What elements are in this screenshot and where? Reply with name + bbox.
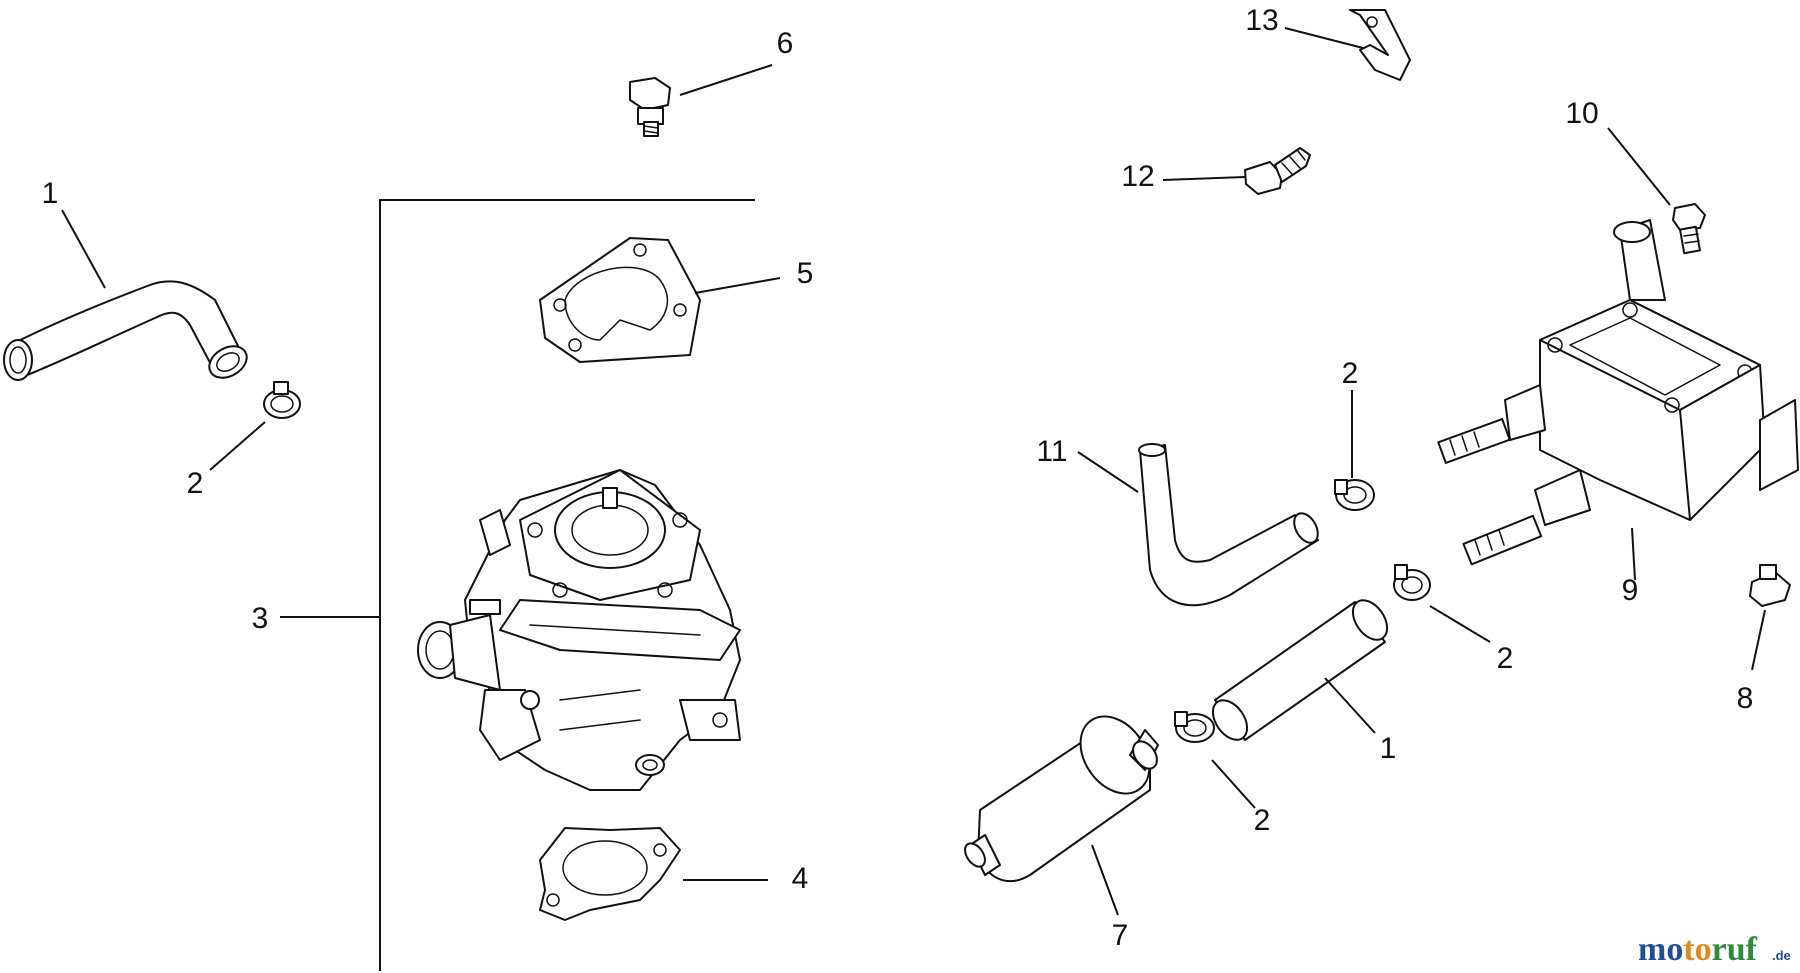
bolt-top — [629, 77, 671, 137]
hose-clip — [1349, 9, 1411, 81]
callout-labels: 1 2 3 4 5 6 13 12 10 11 2 2 2 1 9 8 7 — [42, 4, 1754, 952]
gasket-top — [539, 237, 701, 363]
callout-7: 7 — [1112, 919, 1129, 952]
hose-clamp-lower-right — [1174, 711, 1215, 743]
hose-straight-right — [1211, 599, 1389, 741]
callout-4: 4 — [792, 862, 809, 895]
callout-8: 8 — [1737, 682, 1754, 715]
callout-3: 3 — [252, 602, 269, 635]
watermark-brand: motoruf — [1638, 931, 1758, 968]
callout-10: 10 — [1565, 97, 1598, 130]
fuel-pump — [1437, 219, 1799, 566]
gasket-bottom — [539, 827, 681, 921]
watermark-tld: .de — [1772, 948, 1791, 963]
hose-clamp-left — [263, 381, 301, 419]
assembly-bracket — [379, 199, 755, 971]
callout-2-left: 2 — [187, 467, 204, 500]
callout-5: 5 — [797, 257, 814, 290]
callout-9: 9 — [1622, 574, 1639, 607]
callout-1-left: 1 — [42, 177, 59, 210]
screw-8 — [1749, 564, 1791, 607]
callout-2-upper-right: 2 — [1342, 357, 1359, 390]
callout-2-mid-right: 2 — [1497, 642, 1514, 675]
callout-12: 12 — [1121, 160, 1154, 193]
watermark-logo: motoruf .de — [1638, 931, 1791, 968]
callout-1-right: 1 — [1380, 732, 1397, 765]
hose-left — [3, 280, 248, 381]
screw-12 — [1244, 147, 1311, 195]
hose-clamp-mid-right — [1393, 564, 1431, 601]
callout-6: 6 — [777, 27, 794, 60]
hose-elbow — [1138, 443, 1319, 607]
watermark-brand-part-1: mo — [1638, 931, 1683, 968]
fuel-filter — [964, 715, 1159, 882]
carburetor — [417, 469, 741, 791]
callout-2-lower-right: 2 — [1254, 804, 1271, 837]
leader-lines — [61, 27, 1766, 916]
watermark-brand-part-3: ruf — [1712, 931, 1758, 968]
hose-clamp-upper-right — [1334, 479, 1375, 511]
callout-13: 13 — [1245, 4, 1278, 37]
callout-11: 11 — [1036, 435, 1067, 468]
watermark-brand-part-2: to — [1683, 931, 1711, 968]
screw-10 — [1672, 203, 1706, 255]
